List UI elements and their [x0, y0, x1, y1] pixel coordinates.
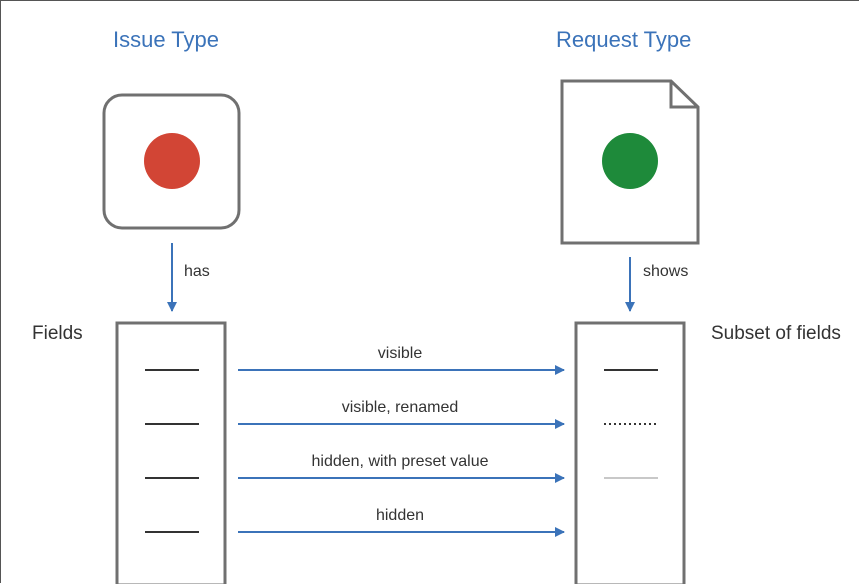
subset-fields-box [574, 321, 686, 584]
request-type-title: Request Type [556, 27, 692, 52]
fields-label: Fields [32, 323, 83, 344]
fields-box [115, 321, 227, 584]
has-label: has [184, 263, 210, 280]
issue-type-dot [144, 133, 200, 189]
issue-type-title: Issue Type [113, 27, 219, 52]
shows-label: shows [643, 263, 689, 280]
subset-of-fields-label: Subset of fields [711, 323, 841, 344]
document-fold-icon [669, 81, 698, 109]
request-type-dot [602, 133, 658, 189]
mapping-label-hidden-preset: hidden, with preset value [311, 453, 489, 470]
mapping-label-visible-renamed: visible, renamed [341, 399, 459, 416]
mapping-label-hidden: hidden [375, 507, 425, 524]
mapping-label-visible: visible [377, 345, 423, 362]
